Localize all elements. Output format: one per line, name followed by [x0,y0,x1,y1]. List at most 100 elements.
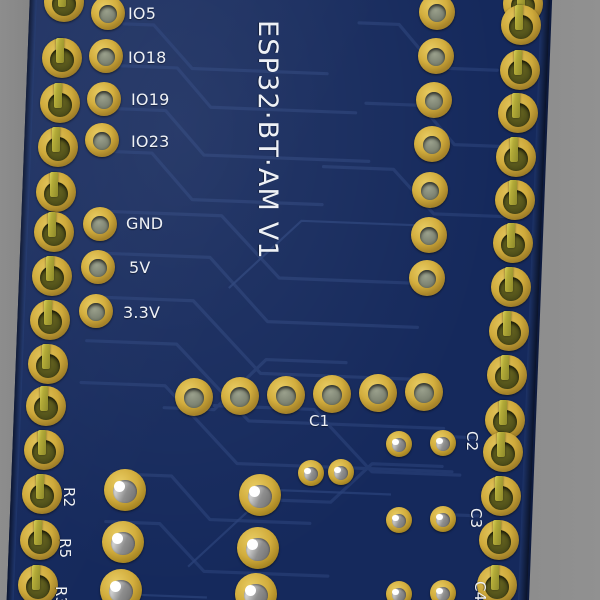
header-pin [49,171,58,197]
pcb-pad-right-header-pins-4 [496,136,536,177]
pcb-pad-left-header-pins-1 [42,37,82,78]
pad-hole [230,387,250,407]
pcb-pad-inner-left-open-pads-6 [79,294,113,328]
pcb-pad-right-header-pins-8 [489,310,529,351]
pad-hole [95,91,113,109]
pcb-pad-tinned-large-pads-0 [104,469,146,511]
header-pin [53,82,62,108]
pcb-pad-tinned-large-pads-1 [102,521,144,563]
pad-hole [97,48,115,66]
header-pin [37,429,46,455]
silkscreen-pin-label-io23: IO23 [131,132,170,151]
pcb-pad-left-header-pins-8 [28,343,68,384]
pad-specular [436,587,443,595]
pcb-pad-left-header-pins-5 [34,211,74,252]
pcb-pad-right-header-pins-5 [495,179,535,220]
pcb-pad-inner-left-open-pads-4 [83,207,117,241]
pad-specular [334,466,341,474]
pad-hole [417,269,437,289]
pcb-pad-right-header-pins-14 [477,564,517,600]
pad-hole [424,91,444,111]
pcb-pad-center-row-open-pads-5 [405,373,443,411]
silkscreen-pin-label-3.3v: 3.3V [123,303,161,322]
header-pin [31,564,40,590]
pad-hole [99,5,117,23]
pcb-pad-right-header-pins-7 [491,266,531,307]
pad-specular [436,513,443,521]
pcb-pad-left-header-pins-11 [22,473,62,514]
pcb-pad-tinned-large-pads-2 [100,569,142,600]
pcb-pad-right-header-pins-1 [501,4,541,45]
silkscreen-refdes-r3: R3 [52,586,70,600]
header-pin [513,49,522,75]
pad-specular [111,533,123,545]
pad-specular [304,467,311,475]
header-pin [504,266,513,292]
pad-specular [113,481,125,493]
pcb-pad-inner-right-open-pads-2 [416,82,452,118]
header-pin [506,222,515,248]
header-pin [57,0,66,7]
pad-hole [93,132,111,150]
pcb-pad-inner-right-open-pads-1 [418,38,454,74]
pcb-pad-tinned-small-pads-2 [298,460,324,486]
pcb-pad-inner-right-open-pads-6 [409,260,445,296]
pad-hole [368,384,388,404]
pcb-pad-tinned-large-pads-5 [235,573,277,600]
pad-specular [392,588,399,596]
pcb-pad-tinned-small-pads-4 [386,507,412,533]
pad-specular [248,486,260,498]
pcb-pad-left-header-pins-9 [26,385,66,426]
pad-hole [427,3,447,23]
pad-specular [392,438,399,446]
pcb-pad-tinned-small-pads-6 [386,581,412,600]
pad-hole [414,383,434,403]
header-pin [55,37,64,63]
pcb-pad-left-header-pins-13 [18,564,58,600]
pcb-pad-right-header-pins-2 [500,49,540,90]
pcb-pad-inner-left-open-pads-0 [91,0,125,30]
header-pin [496,431,505,457]
header-pin [41,343,50,369]
pcb-pad-left-header-pins-2 [40,82,80,123]
silkscreen-pin-label-5v: 5V [129,258,151,277]
pcb-pad-right-header-pins-9 [487,354,527,395]
header-pin [509,136,518,162]
pcb-pad-tinned-small-pads-7 [430,580,456,600]
header-pin [500,354,509,380]
silkscreen-refdes-c2: C2 [463,431,481,452]
silkscreen-pin-label-io5: IO5 [128,4,157,23]
pcb-pad-tinned-large-pads-4 [237,527,279,569]
pcb-pad-tinned-large-pads-3 [239,474,281,516]
header-pin [511,92,520,118]
pcb-pad-right-header-pins-12 [481,475,521,516]
pcb-pad-right-header-pins-6 [493,222,533,263]
header-pin [43,299,52,325]
silkscreen-refdes-c4: C4 [471,581,489,600]
copper-traces [79,21,509,599]
header-pin [47,211,56,237]
header-pin [514,4,523,30]
pcb-pad-inner-left-open-pads-3 [85,123,119,157]
pad-hole [89,259,107,277]
pcb-pad-inner-left-open-pads-2 [87,82,121,116]
silkscreen-pin-label-gnd: GND [126,214,164,233]
pcb-pad-center-row-open-pads-4 [359,374,397,412]
pad-specular [244,585,256,597]
pcb-pad-tinned-small-pads-0 [386,431,412,457]
silkscreen-board-title: ESP32·BT·AM V1 [252,20,283,260]
pad-hole [322,385,342,405]
header-pin [498,399,507,425]
pcb-pad-inner-right-open-pads-5 [411,217,447,253]
header-pin [39,385,48,411]
pad-hole [422,135,442,155]
pcb-pad-left-header-pins-6 [32,255,72,296]
silkscreen-refdes-c1: C1 [309,412,330,430]
pcb-pad-center-row-open-pads-2 [267,376,305,414]
pad-specular [109,581,121,593]
pad-hole [91,216,109,234]
header-pin [494,475,503,501]
header-pin [516,0,525,9]
silkscreen-pin-label-io19: IO19 [131,90,170,109]
